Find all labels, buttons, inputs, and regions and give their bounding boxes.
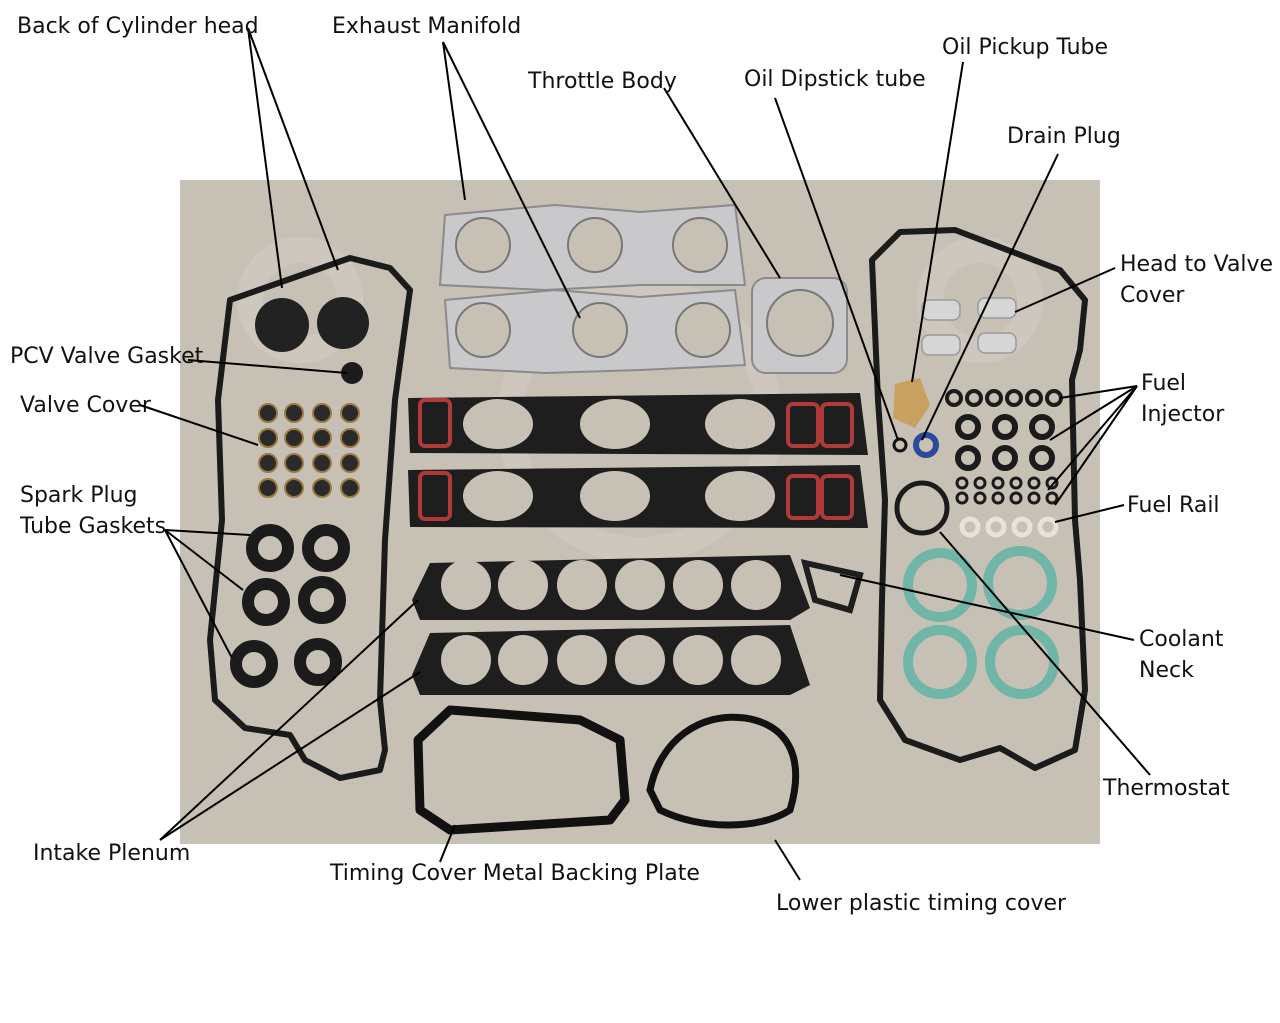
label-spark-plug-tube-gaskets: Spark Plug Tube Gaskets [20,483,167,539]
right-valve-cover-gasket [869,227,1088,771]
lower-plastic-timing-cover-seal [646,713,800,829]
timing-cover-metal-backing-plate-seal [413,705,630,835]
leader-lines [139,27,1151,881]
coolant-neck-gasket [800,559,864,614]
fuel-rail-rings [959,516,1059,538]
oil-dipstick-oring [892,437,908,453]
valve-stem-seals [258,403,360,498]
label-intake-plenum: Intake Plenum [33,841,191,866]
thermostat-gasket [894,480,950,536]
cylinder-head-plug [317,297,369,349]
label-fuel-rail: Fuel Rail [1127,493,1220,518]
label-throttle-body: Throttle Body [528,69,677,94]
intake-plenum-gaskets [412,555,810,695]
label-back-of-cylinder-head: Back of Cylinder head [17,14,259,39]
drain-plug-washer [913,432,939,458]
fuel-injector-seals [945,389,1063,505]
pcv-valve-gasket [341,362,363,384]
half-moon-plugs [921,297,1017,356]
label-thermostat: Thermostat [1103,776,1230,801]
label-valve-cover: Valve Cover [20,393,151,418]
label-lower-plastic-timing-cover: Lower plastic timing cover [776,891,1067,916]
label-coolant-neck: Coolant Neck [1139,627,1224,683]
oil-pickup-tube-gasket [893,378,930,428]
label-pcv-valve-gasket: PCV Valve Gasket [10,344,204,369]
label-drain-plug: Drain Plug [1007,124,1121,149]
label-fuel-injector: Fuel Injector [1141,371,1225,427]
exhaust-manifold-gaskets [438,203,747,375]
label-head-to-valve-cover: Head to Valve Cover [1120,252,1274,308]
label-timing-cover-metal-backing-plate: Timing Cover Metal Backing Plate [330,861,700,886]
spark-plug-tube-gaskets [230,524,350,688]
label-exhaust-manifold: Exhaust Manifold [332,14,522,39]
throttle-body-gasket [751,277,848,374]
label-oil-dipstick-tube: Oil Dipstick tube [744,67,926,92]
intake-manifold-gaskets [408,393,868,528]
cylinder-head-plug [255,298,309,352]
label-oil-pickup-tube: Oil Pickup Tube [942,35,1109,60]
